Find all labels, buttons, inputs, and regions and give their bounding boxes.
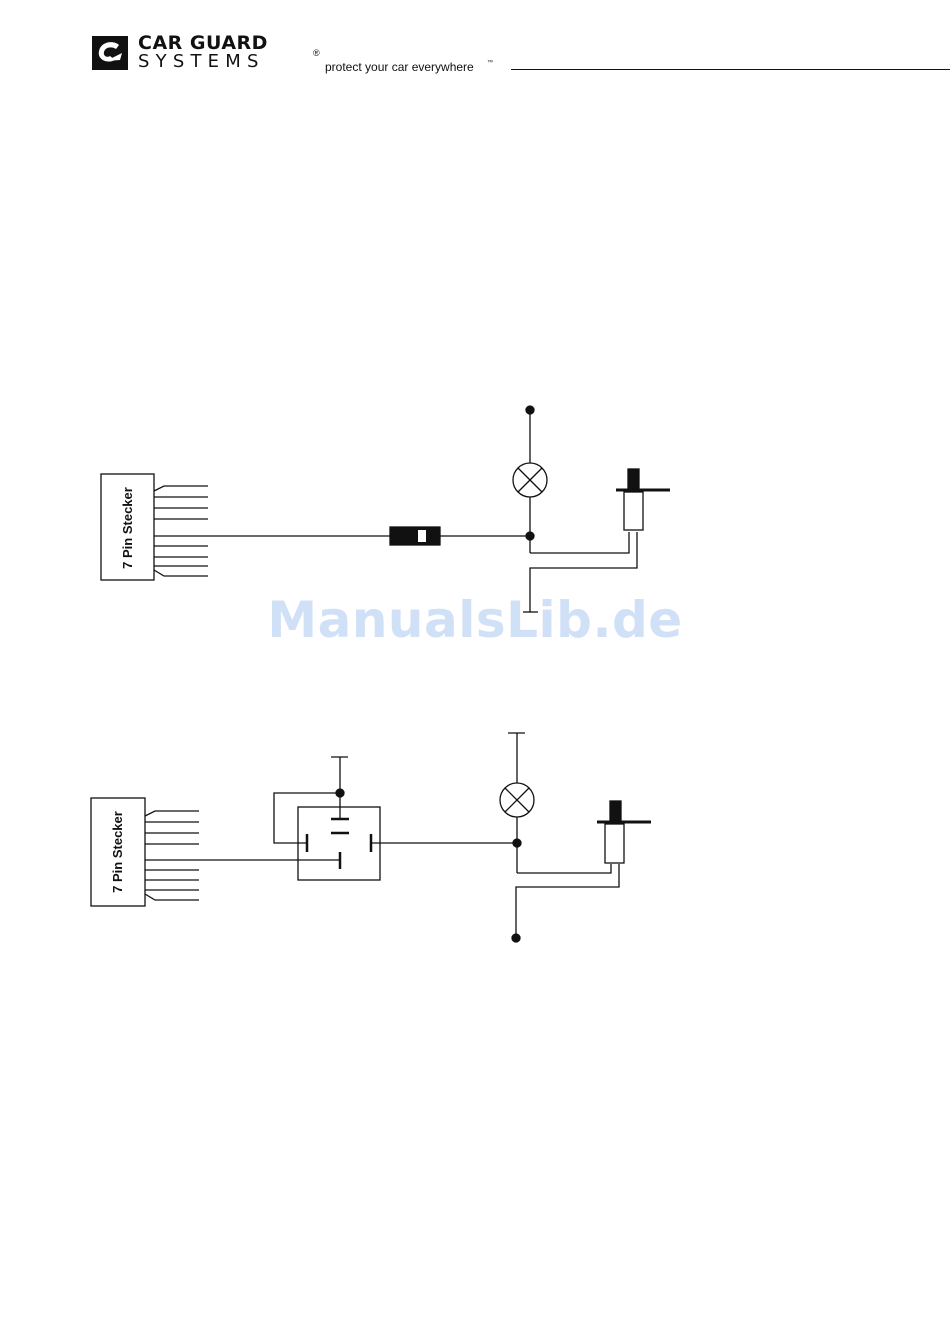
diagram2-lamp [500,783,534,817]
diagram1-connector [101,474,208,580]
diagram2-wire-to-switch [517,864,611,873]
diagram2-junction [513,839,521,847]
diagram1-diode [390,527,440,545]
diagram1-junction [526,532,534,540]
diagram2-supply-lamp [508,733,525,783]
diagram1-supply [526,406,534,463]
diagram2-supply [274,757,349,843]
diagram2-ground-point [512,934,520,942]
diagram2-connector [91,798,199,906]
diagram2-connector-label: 7 Pin Stecker [110,811,125,893]
diagram1-wire-to-switch [530,532,629,553]
diagram2-wire-switch-ground [516,864,619,938]
diagram1-connector-label: 7 Pin Stecker [120,487,135,569]
diagram2-door-switch [597,801,651,863]
watermark-text: ManualsLib.de [0,592,950,648]
diagram1-door-switch [616,469,670,530]
diagram1-lamp [513,463,547,497]
